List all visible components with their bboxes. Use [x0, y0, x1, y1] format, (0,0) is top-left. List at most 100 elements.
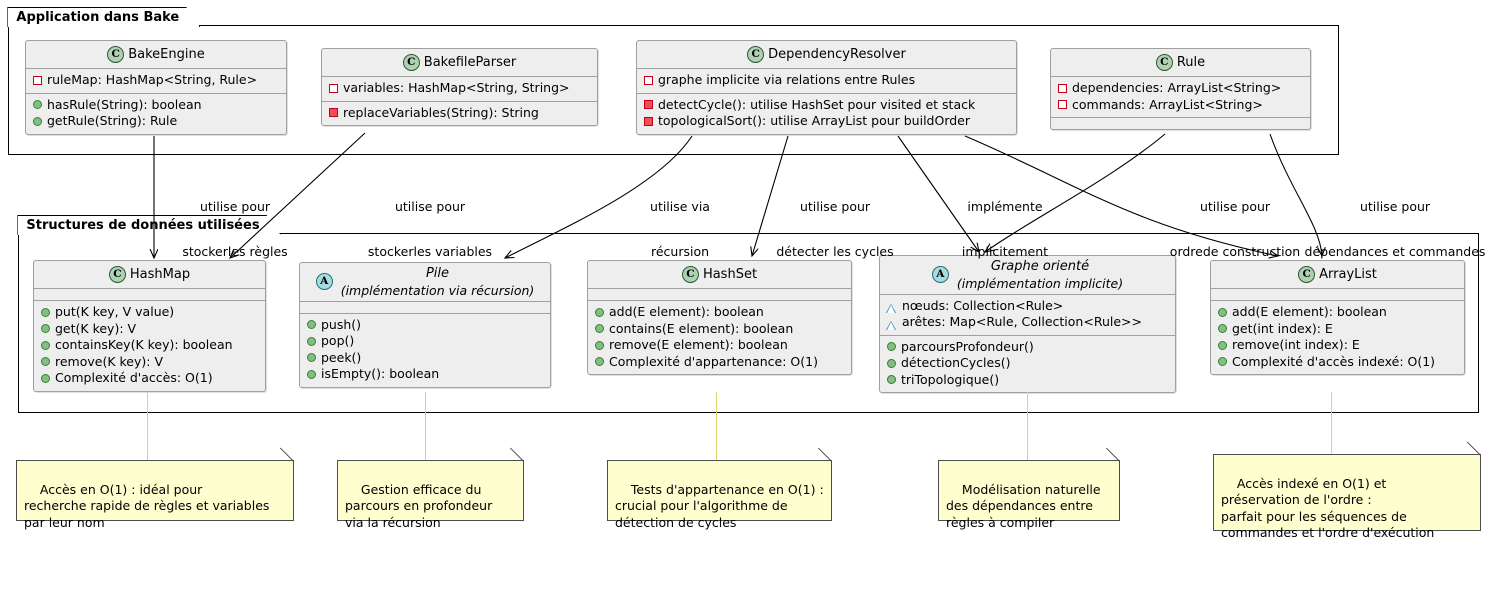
attribute-label: ruleMap: HashMap<String, Rule>	[47, 72, 258, 87]
note-hashmap[interactable]: Accès en O(1) : idéal pour recherche rap…	[16, 447, 294, 530]
attribute-label: nœuds: Collection<Rule>	[902, 297, 1064, 313]
method-label: getRule(String): Rule	[47, 113, 178, 128]
class-method-row: get(K key): V	[41, 321, 258, 338]
class-box-pile[interactable]: A Pile (implémentation via récursion) pu…	[299, 262, 551, 388]
class-method-row: détectionCycles()	[887, 355, 1168, 372]
method-label: pop()	[321, 333, 355, 348]
edge-label-line2: stockerles règles	[182, 244, 288, 259]
note-fold-icon	[818, 461, 831, 474]
class-attribute-row: ruleMap: HashMap<String, Rule>	[33, 72, 279, 89]
note-connector-line	[716, 392, 718, 460]
public-marker-icon	[1218, 357, 1227, 367]
note-connector-line	[1027, 392, 1029, 460]
class-method-row: replaceVariables(String): String	[329, 105, 590, 122]
method-label: topologicalSort(): utilise ArrayList pou…	[658, 113, 971, 128]
class-method-row: remove(K key): V	[41, 354, 258, 371]
edge-label-implemente-implicitement: implémente implicitement	[945, 169, 1065, 289]
note-graphe-oriente[interactable]: Modélisation naturelle des dépendances e…	[938, 447, 1120, 530]
class-stereotype-icon: C	[747, 46, 765, 63]
edge-label-line2: dépendances et commandes	[1304, 244, 1486, 259]
class-methods-rule	[1051, 118, 1310, 129]
public-marker-icon	[595, 340, 604, 350]
private-marker-icon	[1058, 83, 1067, 93]
method-label: Complexité d'accès indexé: O(1)	[1232, 353, 1436, 369]
note-fold-icon	[1106, 461, 1119, 474]
class-method-row: parcoursProfondeur()	[887, 339, 1168, 356]
public-marker-icon	[307, 320, 316, 330]
public-marker-icon	[887, 375, 896, 385]
edge-label-line1: utilise pour	[799, 199, 871, 214]
method-label: remove(E element): boolean	[609, 337, 788, 352]
public-marker-icon	[41, 340, 50, 350]
note-fold-line	[1466, 441, 1481, 456]
class-attribute-row: commands: ArrayList<String>	[1058, 97, 1303, 114]
class-attribute-row: nœuds: Collection<Rule>	[885, 297, 1168, 315]
class-stereotype-icon: C	[681, 266, 699, 283]
method-label: contains(E element): boolean	[609, 320, 794, 336]
method-label: détectionCycles()	[901, 355, 1011, 370]
method-label: triTopologique()	[901, 371, 1000, 387]
note-pile[interactable]: Gestion efficace du parcours en profonde…	[337, 447, 524, 530]
class-methods-hashmap: put(K key, V value) get(K key): V contai…	[34, 301, 265, 391]
attribute-label: graphe implicite via relations entre Rul…	[658, 72, 916, 87]
method-label: remove(K key): V	[55, 353, 164, 369]
note-hashset[interactable]: Tests d'appartenance en O(1) : crucial p…	[607, 447, 832, 530]
class-name-label: DependencyResolver	[768, 46, 906, 62]
method-label: peek()	[321, 349, 362, 365]
attribute-label: arêtes: Map<Rule, Collection<Rule>>	[902, 314, 1142, 329]
class-name-label: HashMap	[129, 266, 191, 282]
class-attribute-row: variables: HashMap<String, String>	[329, 80, 590, 97]
class-methods-dependencyresolver: detectCycle(): utilise HashSet pour visi…	[637, 94, 1016, 134]
class-title-graphe-oriente: A Graphe orienté (implémentation implici…	[880, 256, 1175, 295]
public-marker-icon	[41, 307, 50, 317]
public-marker-icon	[307, 369, 316, 379]
note-fold-line	[1105, 447, 1120, 462]
note-arraylist[interactable]: Accès indexé en O(1) et préservation de …	[1213, 441, 1481, 540]
note-text: Tests d'appartenance en O(1) : crucial p…	[615, 481, 824, 530]
note-fold-icon	[1467, 455, 1480, 468]
method-label: push()	[321, 316, 362, 332]
method-label: containsKey(K key): boolean	[55, 337, 233, 352]
class-subtitle-label: (implémentation implicite)	[956, 275, 1124, 291]
note-text: Gestion efficace du parcours en profonde…	[345, 481, 493, 530]
class-box-graphe-oriente[interactable]: A Graphe orienté (implémentation implici…	[879, 255, 1176, 393]
public-marker-icon	[41, 324, 50, 334]
abstract-stereotype-icon: A	[315, 273, 333, 291]
class-method-row: pop()	[307, 333, 543, 350]
note-connector-line	[425, 392, 427, 460]
class-attributes-dependencyresolver: graphe implicite via relations entre Rul…	[637, 69, 1016, 94]
edge-label-line1: implémente	[967, 199, 1043, 214]
class-method-row: topologicalSort(): utilise ArrayList pou…	[644, 113, 1009, 130]
edge-label-utilise-stocker-regles: utilise pour stockerles règles	[155, 169, 315, 289]
class-attributes-pile	[300, 302, 550, 314]
class-stereotype-icon: C	[1298, 266, 1316, 283]
method-label: remove(int index): E	[1232, 337, 1360, 352]
method-label: isEmpty(): boolean	[321, 366, 440, 381]
protected-marker-icon	[885, 301, 898, 314]
class-name-label: Graphe orienté	[990, 259, 1090, 274]
note-fold-icon	[510, 461, 523, 474]
method-label: replaceVariables(String): String	[343, 104, 539, 120]
note-connector-line	[1331, 392, 1333, 454]
public-marker-icon	[595, 357, 604, 367]
abstract-stereotype-icon: A	[931, 266, 949, 284]
class-method-row: put(K key, V value)	[41, 304, 258, 321]
package-title-application: Application dans Bake	[7, 7, 200, 27]
class-method-row: hasRule(String): boolean	[33, 97, 279, 114]
public-marker-icon	[307, 336, 316, 346]
public-marker-icon	[33, 116, 42, 126]
method-label: put(K key, V value)	[55, 304, 175, 319]
edge-label-line2: stockerles variables	[367, 244, 493, 259]
edge-label-line1: utilise pour	[199, 199, 271, 214]
class-name-label: ArrayList	[1319, 266, 1377, 282]
